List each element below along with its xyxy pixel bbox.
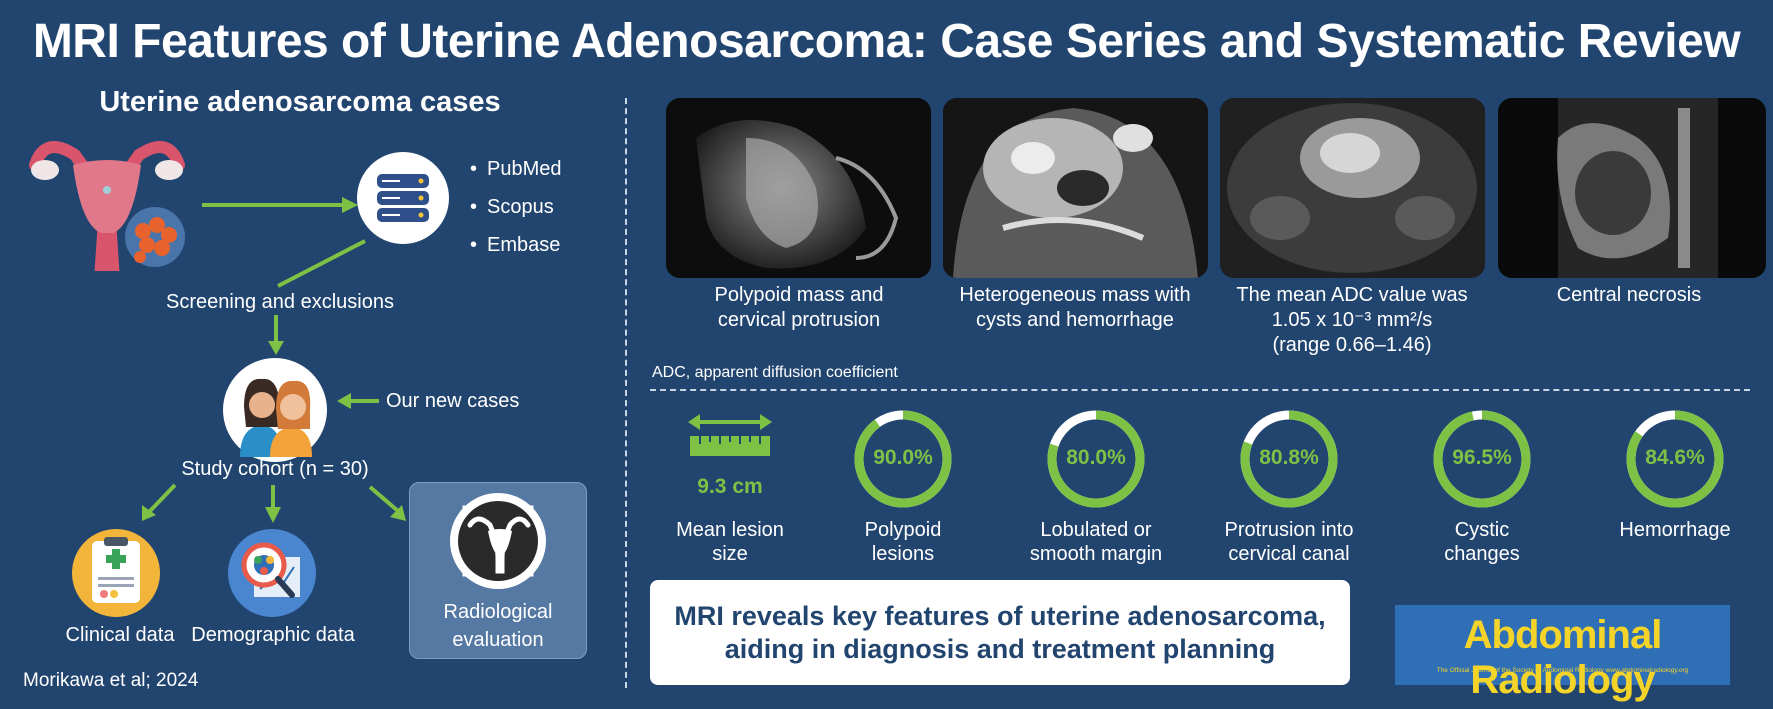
label-line: Mean lesion	[676, 519, 784, 541]
arrow-to-cohort	[268, 315, 284, 355]
mri-caption-necrosis: Central necrosis	[1494, 283, 1764, 308]
label-line: Protrusion into	[1224, 519, 1354, 541]
radiology-scan-icon	[450, 493, 546, 589]
caption-line: Polypoid mass and	[714, 284, 884, 306]
stat-ring	[854, 410, 952, 508]
cohort-label: Study cohort (n = 30)	[181, 458, 369, 480]
caption-line: cysts and hemorrhage	[976, 309, 1174, 331]
label-line: Polypoid	[864, 519, 942, 541]
arrow-to-database	[202, 197, 358, 213]
stat-value: 80.0%	[1066, 446, 1126, 469]
vertical-divider	[625, 98, 627, 688]
mri-image-adc	[1220, 98, 1485, 278]
caption-line: Central necrosis	[1556, 284, 1702, 306]
journal-name: Abdominal Radiology	[1463, 613, 1663, 702]
stat-value: 96.5%	[1452, 446, 1512, 469]
ring-progress	[854, 410, 952, 508]
mean-size-value: 9.3 cm	[697, 475, 763, 498]
database-item: PubMed	[470, 150, 562, 188]
journal-logo: Abdominal Radiology The Official Journal…	[1395, 605, 1730, 702]
horizontal-divider	[650, 389, 1750, 391]
label-line: Cystic	[1454, 519, 1510, 541]
study-cohort-icon	[223, 358, 327, 462]
label-line: size	[712, 543, 748, 565]
database-item: Scopus	[470, 188, 562, 226]
label-line: smooth margin	[1029, 543, 1163, 565]
output-label-radiological: Radiological evaluation	[443, 601, 553, 651]
arrow-db-to-screening	[277, 239, 366, 288]
radiological-evaluation-box: Radiological evaluation	[409, 482, 587, 659]
stat-value: 80.8%	[1259, 446, 1319, 469]
stat-value: 84.6%	[1645, 446, 1705, 469]
new-cases-label: Our new cases	[386, 390, 520, 412]
citation: Morikawa et al; 2024	[23, 670, 199, 691]
caption-line: 1.05 x 10⁻³ mm²/s	[1271, 309, 1433, 331]
label-line: Hemorrhage	[1619, 519, 1731, 541]
label-line: lesions	[871, 543, 935, 565]
uterus-icon	[29, 141, 185, 271]
database-list: PubMed Scopus Embase	[470, 150, 562, 264]
output-label-demographic: Demographic data	[191, 624, 355, 646]
database-item: Embase	[470, 226, 562, 264]
screening-label: Screening and exclusions	[166, 291, 394, 313]
ring-progress	[1626, 410, 1724, 508]
page-title: MRI Features of Uterine Adenosarcoma: Ca…	[32, 15, 1741, 68]
ring-progress	[1047, 410, 1145, 508]
adc-footnote: ADC, apparent diffusion coefficient	[652, 364, 898, 381]
conclusion-line: MRI reveals key features of uterine aden…	[674, 600, 1326, 631]
mri-image-necrosis	[1498, 98, 1766, 278]
stat-ring	[1626, 410, 1724, 508]
label-line: changes	[1444, 543, 1520, 565]
clinical-data-icon	[72, 529, 160, 617]
stat-label: Hemorrhage	[1585, 518, 1765, 542]
arrow-new-cases	[337, 393, 379, 409]
ring-progress	[1433, 410, 1531, 508]
stat-ring	[1047, 410, 1145, 508]
mri-image-heterogeneous	[943, 98, 1208, 278]
caption-line: (range 0.66–1.46)	[1272, 334, 1432, 356]
caption-line: The mean ADC value was	[1236, 284, 1468, 306]
ruler-icon	[688, 414, 772, 456]
caption-line: Heterogeneous mass with	[959, 284, 1191, 306]
mean-size-label: Mean lesion size	[640, 518, 820, 566]
cases-title: Uterine adenosarcoma cases	[99, 86, 501, 118]
journal-tagline: The Official Journal of the Society of A…	[1436, 667, 1689, 674]
stat-value: 90.0%	[873, 446, 933, 469]
caption-line: cervical protrusion	[717, 309, 881, 331]
label-line: cervical canal	[1228, 543, 1350, 565]
conclusion-box: MRI reveals key features of uterine aden…	[650, 580, 1350, 685]
label-line: Lobulated or	[1040, 519, 1152, 541]
mri-caption-adc: The mean ADC value was 1.05 x 10⁻³ mm²/s…	[1217, 283, 1487, 358]
mri-image-polypoid	[666, 98, 931, 278]
stat-ring	[1433, 410, 1531, 508]
ring-progress	[1240, 410, 1338, 508]
database-icon	[357, 152, 449, 244]
arrows-to-outputs	[142, 483, 406, 523]
stat-ring	[1240, 410, 1338, 508]
conclusion-line: aiding in diagnosis and treatment planni…	[724, 633, 1276, 664]
demographic-data-icon	[228, 529, 316, 617]
output-label-clinical: Clinical data	[65, 624, 175, 646]
mri-caption-polypoid: Polypoid mass and cervical protrusion	[664, 283, 934, 333]
mri-caption-heterogeneous: Heterogeneous mass with cysts and hemorr…	[940, 283, 1210, 333]
